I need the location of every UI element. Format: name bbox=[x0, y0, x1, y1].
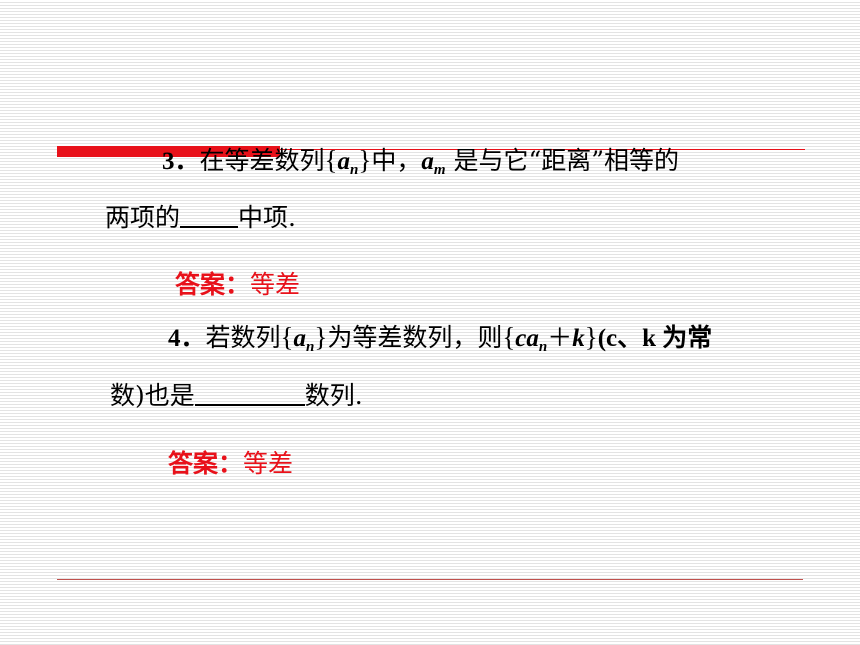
question-4-text-c: (c、k 为常 bbox=[597, 325, 713, 352]
question-4-line-1: 4．若数列{an}为等差数列，则{can＋k}(c、k 为常 bbox=[168, 321, 712, 363]
sequence-can-plus-k: {can＋k} bbox=[502, 322, 598, 355]
answer-1: 答案：等差 bbox=[175, 269, 300, 301]
footer-rule bbox=[57, 579, 803, 580]
question-3-text-c: 是与它“距离”相等的 bbox=[445, 146, 680, 175]
question-4-text-b: 为等差数列，则 bbox=[327, 323, 503, 352]
answer-1-label: 答案： bbox=[175, 270, 251, 299]
question-4-text-e: 数列. bbox=[304, 381, 363, 410]
title-rule bbox=[57, 149, 805, 150]
question-3-text-a: 在等差数列 bbox=[199, 146, 325, 175]
answer-2-value: 等差 bbox=[243, 449, 294, 478]
sequence-an-2: {an} bbox=[280, 322, 328, 355]
answer-2-label: 答案： bbox=[168, 449, 244, 478]
fill-blank-2 bbox=[194, 380, 305, 406]
question-3-text-e: 中项. bbox=[238, 203, 296, 232]
question-3-line-1: 3．在等差数列{an}中，am 是与它“距离”相等的 bbox=[162, 144, 679, 186]
question-4-number: 4． bbox=[168, 325, 206, 352]
term-am: am bbox=[421, 148, 446, 178]
fill-blank-1 bbox=[180, 202, 239, 228]
question-4-text-d: 数)也是 bbox=[110, 381, 195, 410]
question-3-text-b: 中， bbox=[371, 146, 422, 175]
question-3-text-d: 两项的 bbox=[105, 203, 181, 232]
answer-2: 答案：等差 bbox=[168, 448, 293, 480]
answer-1-value: 等差 bbox=[250, 270, 301, 299]
question-3-line-2: 两项的 中项. bbox=[105, 202, 296, 234]
question-3-number: 3． bbox=[162, 148, 200, 175]
sequence-an: {an} bbox=[324, 145, 372, 178]
title-accent-bar bbox=[57, 146, 280, 157]
question-4-text-a: 若数列 bbox=[205, 323, 281, 352]
question-4-line-2: 数)也是 数列. bbox=[110, 380, 363, 412]
